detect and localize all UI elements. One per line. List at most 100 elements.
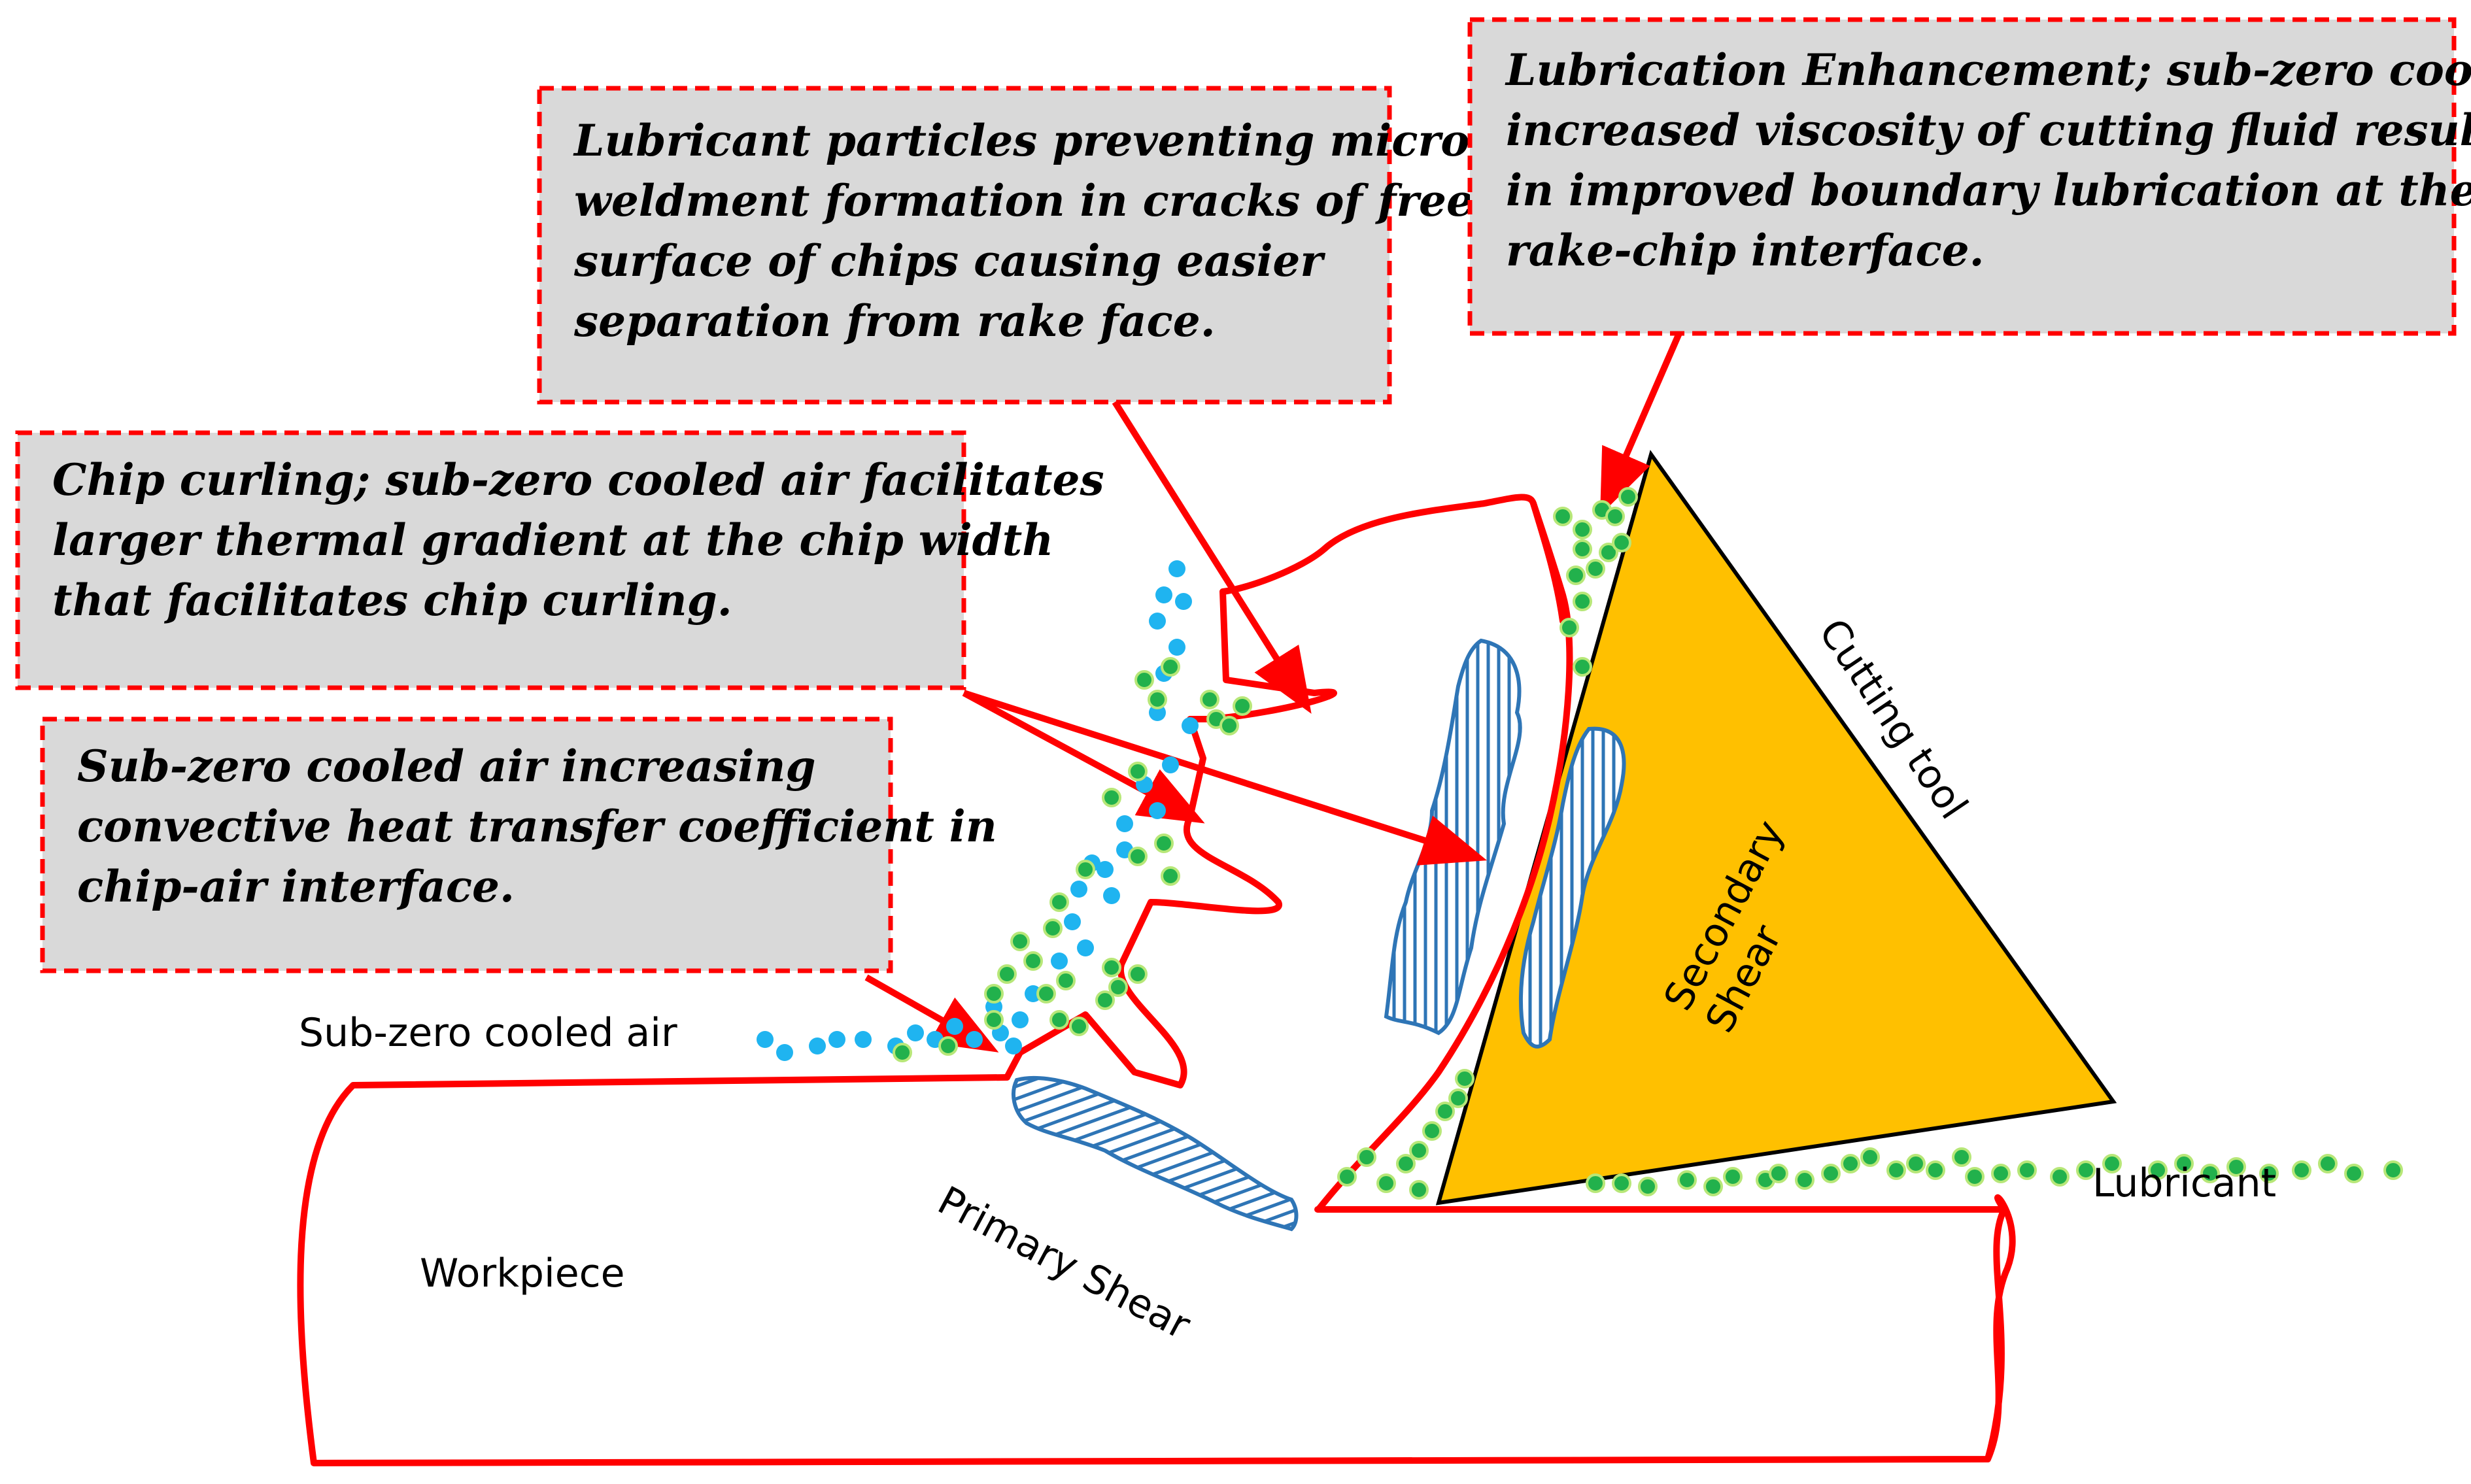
lubricant-particle: [1612, 533, 1631, 552]
callout-box-lubricant-particles: [537, 86, 1392, 405]
lubricant-particle: [2148, 1160, 2168, 1180]
lubricant-particle: [1219, 716, 1239, 735]
lubricant-particle: [2102, 1154, 2122, 1173]
lubricant-particle: [1991, 1164, 2011, 1183]
lubricant-particle: [1612, 1173, 1631, 1193]
lubricant-particle: [1409, 1180, 1429, 1200]
air-particle: [1064, 913, 1081, 930]
arrow-chip-curling-to-shear: [963, 690, 1488, 866]
lubricant-particle: [1586, 1173, 1605, 1193]
text-line: in improved boundary lubrication at the: [1506, 165, 2471, 216]
callout-text-lubrication-enhancement: Lubrication Enhancement; sub-zero cool a…: [1505, 44, 2471, 276]
air-particle: [966, 1031, 983, 1048]
callout-text-lubricant-particles: Lubricant particles preventing micro-wel…: [573, 115, 1488, 346]
lubricant-particle: [1573, 520, 1592, 539]
lubricant-particle: [1095, 990, 1115, 1010]
lubricant-particle: [1599, 543, 1618, 562]
air-particles: [757, 560, 1199, 1061]
lubricant-particle: [1573, 539, 1592, 559]
lubricant-particle: [1618, 487, 1638, 507]
text-line: that facilitates chip curling.: [52, 575, 732, 626]
lubricant-particle: [1638, 1177, 1658, 1196]
air-particle: [1155, 586, 1172, 603]
lubricant-particle: [2226, 1157, 2246, 1177]
lubricant-particle: [1049, 1010, 1069, 1030]
lubricant-particle: [1926, 1160, 1945, 1180]
lubricant-particle: [2318, 1154, 2338, 1173]
lubricant-particle: [1448, 1088, 1468, 1108]
label-primary-shear: Primary Shear: [930, 1177, 1198, 1349]
lubricant-particle: [1422, 1121, 1442, 1141]
lubricant-particle: [1553, 507, 1573, 526]
air-particle: [1182, 717, 1199, 734]
chip-outline: [1004, 494, 1573, 1211]
air-particle: [1168, 560, 1185, 577]
lubricant-particle: [1108, 977, 1128, 997]
lubricant-particle: [2292, 1160, 2311, 1180]
air-particle: [1162, 756, 1179, 773]
lubricant-particle: [1161, 657, 1180, 677]
lubricant-particle: [997, 964, 1017, 984]
air-particle: [1077, 939, 1094, 956]
air-particle: [855, 1031, 872, 1048]
lubricant-particle: [1023, 951, 1043, 971]
lubricant-particle: [1056, 971, 1076, 990]
lubricant-particle: [1409, 1141, 1429, 1160]
air-particle: [1175, 593, 1192, 610]
air-particle: [1012, 1011, 1029, 1028]
text-line: Lubrication Enhancement; sub-zero cool a…: [1505, 44, 2471, 95]
label-sub-zero-air: Sub-zero cooled air: [299, 1010, 677, 1056]
lubricant-particle: [2050, 1167, 2070, 1187]
air-particle: [1149, 613, 1166, 630]
air-particle: [907, 1024, 924, 1041]
callout-box-lubrication-enhancement: [1467, 17, 2457, 336]
lubricant-particle: [1559, 618, 1579, 637]
lubricant-particle: [984, 1010, 1004, 1030]
text-line: chip-air interface.: [77, 861, 515, 912]
lubricant-particle: [2076, 1160, 2096, 1180]
lubricant-particle: [1161, 866, 1180, 886]
lubricant-particle: [1036, 984, 1056, 1003]
air-particle: [1116, 815, 1133, 832]
secondary-shear-zone-right: [1518, 726, 1626, 1049]
lubricant-particle: [2174, 1154, 2194, 1173]
air-particle: [946, 1018, 963, 1035]
lubricant-particle: [1102, 958, 1121, 977]
air-particle: [1005, 1037, 1022, 1054]
lubricant-particle: [1965, 1167, 1985, 1187]
lubricant-particle: [1821, 1164, 1841, 1183]
text-line: increased viscosity of cutting fluid res…: [1506, 105, 2471, 156]
lubricant-particle: [1376, 1173, 1396, 1193]
lubricant-particle: [984, 984, 1004, 1003]
text-line: surface of chips causing easier: [573, 235, 1325, 286]
lubricant-particle: [1154, 834, 1174, 853]
text-line: Chip curling; sub-zero cooled air facili…: [52, 454, 1104, 505]
lubricant-particle: [938, 1036, 958, 1056]
lubricant-particle: [1435, 1102, 1455, 1121]
lubricant-particle: [1886, 1160, 1906, 1180]
lubricant-particle: [1076, 860, 1095, 879]
lubricant-particle: [1148, 690, 1167, 709]
arrow-convective-heat: [864, 974, 999, 1053]
lubricant-particle: [1769, 1164, 1788, 1183]
lubricant-particle: [1860, 1147, 1880, 1167]
lubricant-particle: [1102, 788, 1121, 807]
text-line: weldment formation in cracks of free: [574, 175, 1474, 226]
lubricant-particle: [1723, 1167, 1743, 1187]
lubricant-particle: [1396, 1154, 1416, 1173]
lubricant-particle: [2017, 1160, 2037, 1180]
text-line: rake-chip interface.: [1506, 225, 1985, 276]
air-particle: [1051, 953, 1068, 970]
air-particle: [809, 1037, 826, 1054]
lubricant-particle: [1134, 670, 1154, 690]
lubricant-particle: [2259, 1164, 2279, 1183]
lubricant-particle: [1128, 847, 1148, 866]
arrow-lubricant-particles: [1112, 400, 1312, 714]
lubricant-particle: [2344, 1164, 2364, 1183]
lubricant-particle: [1703, 1177, 1723, 1196]
lubricant-particle: [893, 1043, 912, 1062]
air-particle: [757, 1031, 774, 1048]
lubricant-particle: [1573, 592, 1592, 611]
